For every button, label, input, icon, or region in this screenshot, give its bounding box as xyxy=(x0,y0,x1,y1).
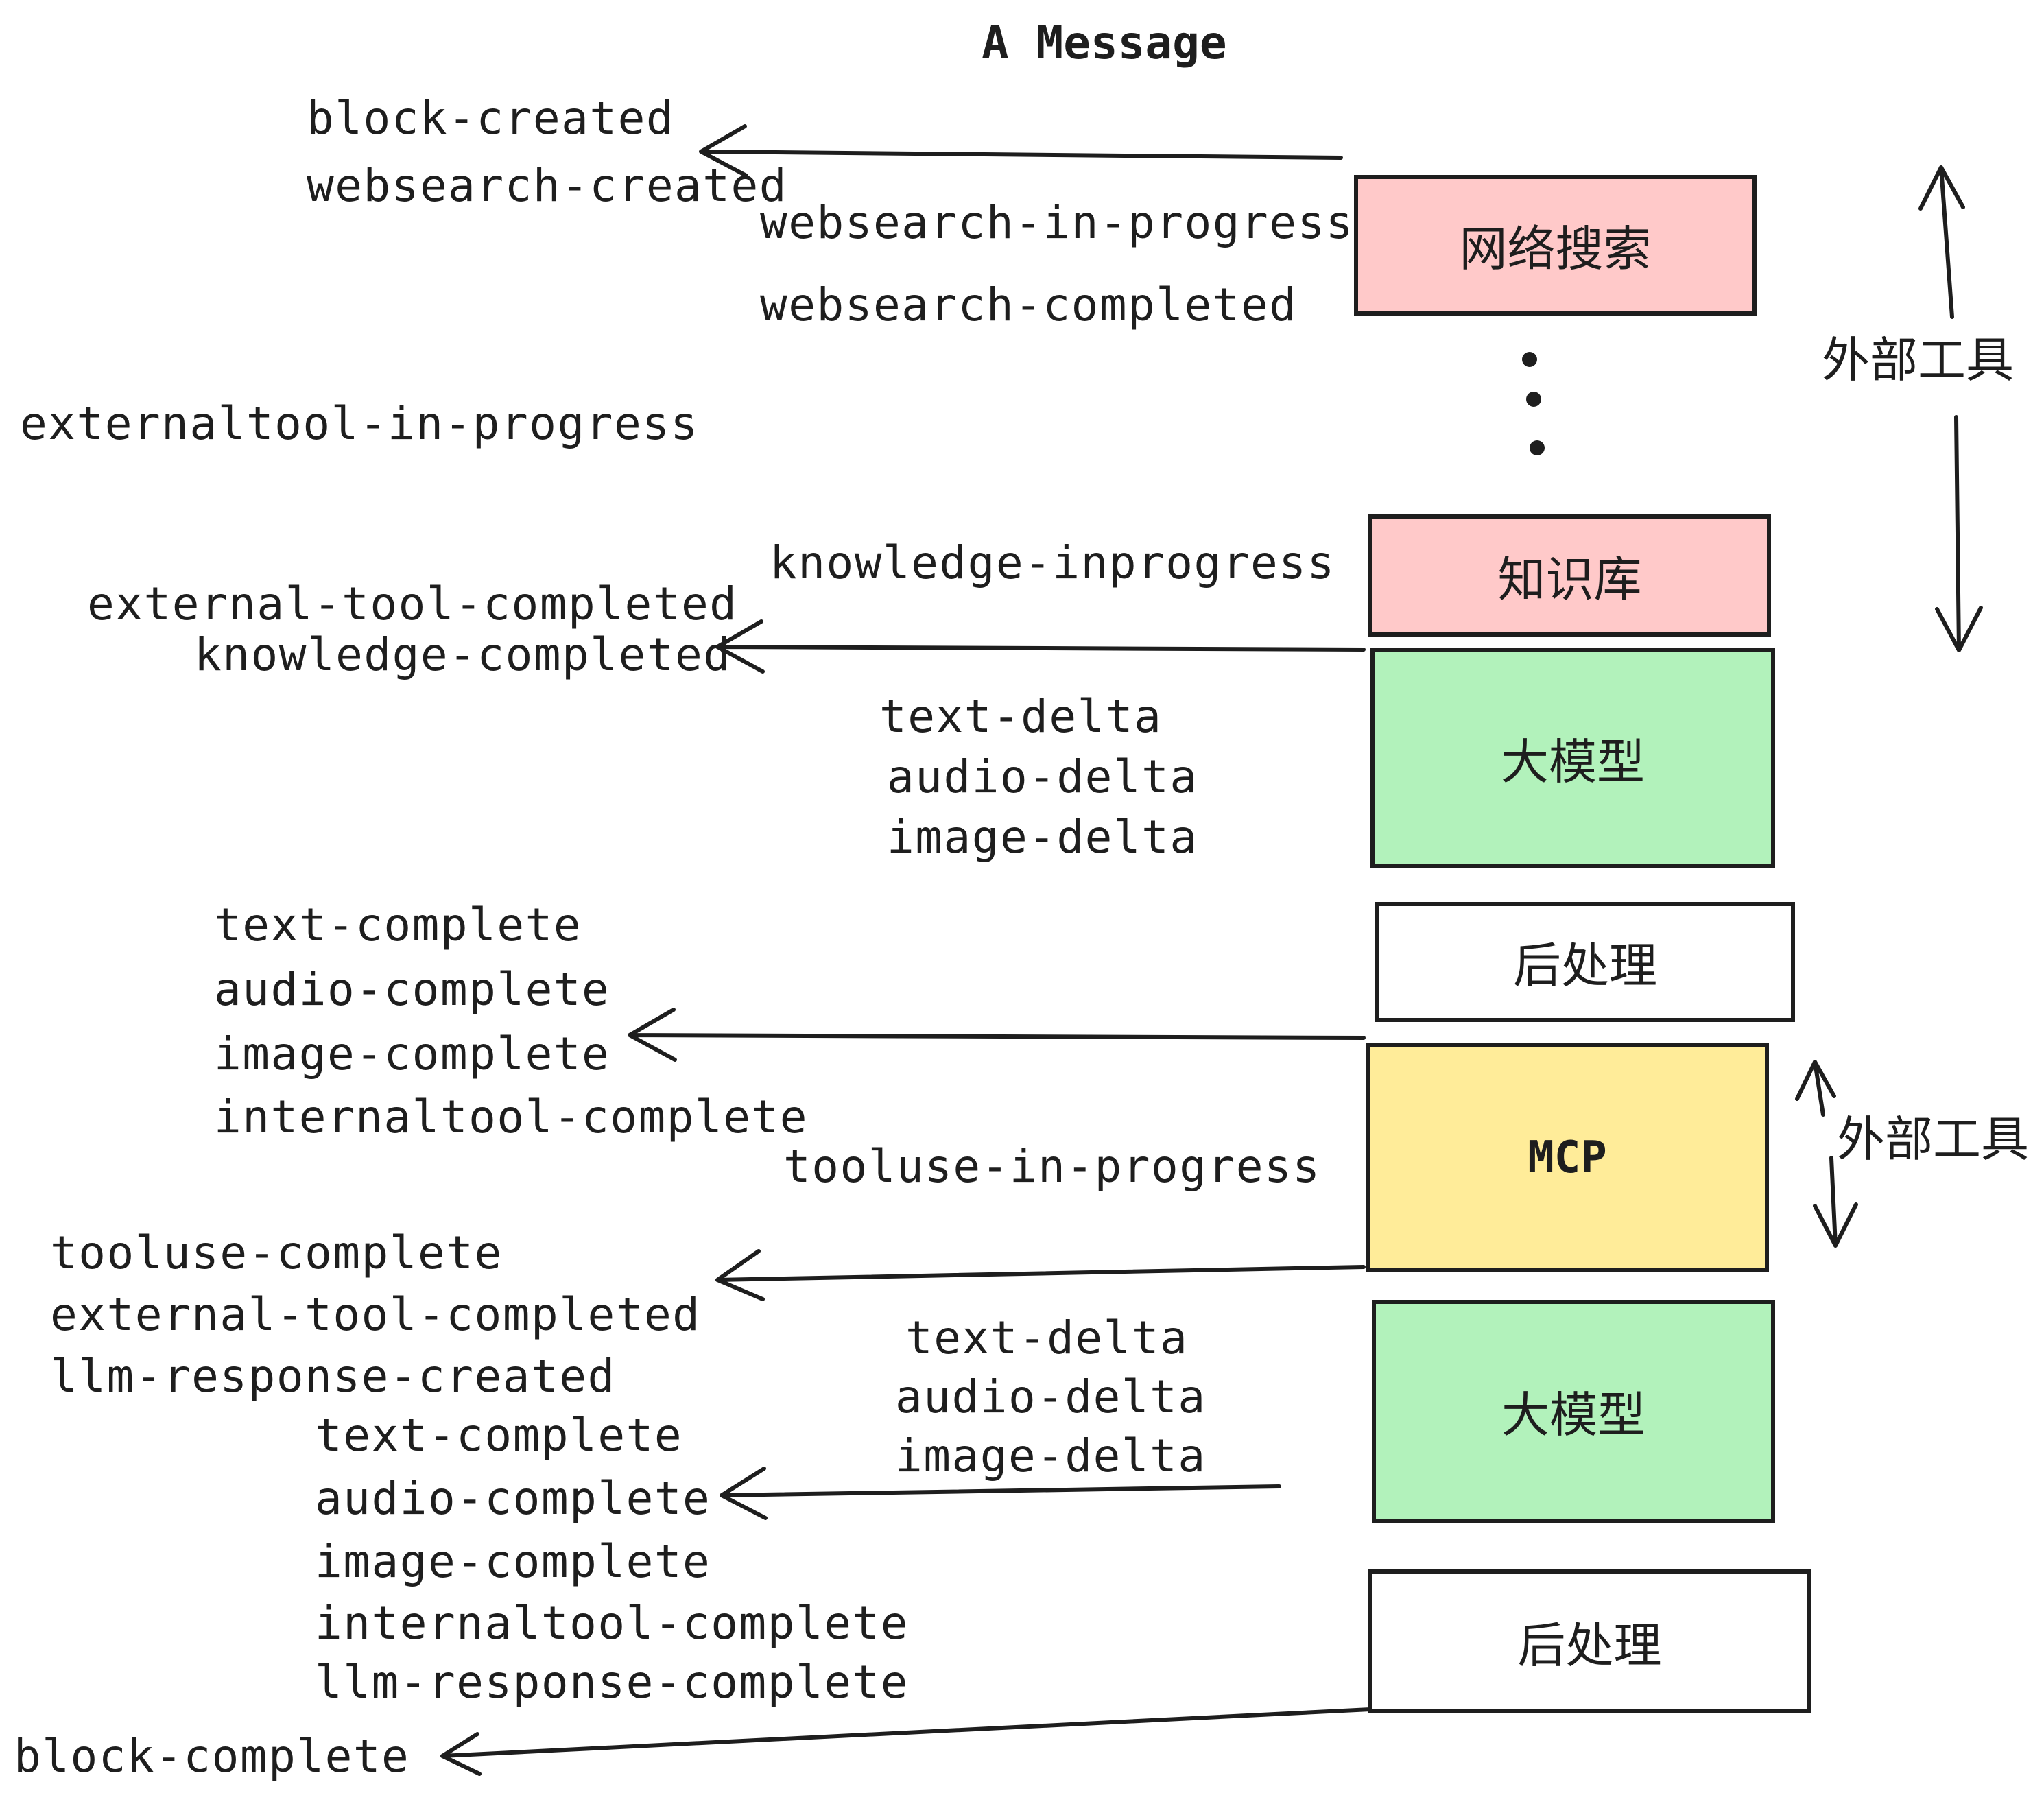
diagram-title: A Message xyxy=(982,16,1227,69)
event-label-text-complete: text-complete xyxy=(214,899,582,951)
box-llm-bottom: 大模型 xyxy=(1372,1300,1775,1523)
external-tools-up-arrow xyxy=(1918,165,1965,319)
event-label-internaltool-complete: internaltool-complete xyxy=(214,1091,808,1143)
arrow-websearch-to-block-created xyxy=(699,124,1343,178)
arrow-postprocess-to-block-complete xyxy=(440,1707,1372,1776)
box-websearch-label: 网络搜索 xyxy=(1459,221,1652,277)
external-tools-mcp-up-arrow xyxy=(1795,1060,1836,1117)
event-label-text-delta-2: text-delta xyxy=(905,1312,1189,1364)
arrow-llm-to-knowledge-completed xyxy=(715,619,1366,674)
box-websearch: 网络搜索 xyxy=(1354,175,1757,316)
box-mcp-label: MCP xyxy=(1528,1132,1607,1183)
external-tools-down-arrow xyxy=(1935,415,1983,652)
event-label-websearch-created: websearch-created xyxy=(307,159,788,212)
event-label-websearch-in-progress: websearch-in-progress xyxy=(760,196,1354,249)
event-label-audio-delta: audio-delta xyxy=(887,750,1198,803)
event-label-tooluse-complete: tooluse-complete xyxy=(50,1226,503,1279)
arrow-mcp-to-image-complete xyxy=(628,1008,1366,1062)
event-label-knowledge-completed: knowledge-completed xyxy=(194,628,732,681)
box-knowledge-label: 知识库 xyxy=(1497,551,1642,608)
box-llm-bottom-label: 大模型 xyxy=(1501,1387,1645,1443)
annotation-external-tools-mcp: 外部工具 xyxy=(1837,1111,2029,1167)
ellipsis-dots-icon xyxy=(1522,352,1545,455)
event-label-image-complete-2: image-complete xyxy=(315,1535,711,1588)
event-label-llm-response-complete: llm-response-complete xyxy=(315,1656,909,1709)
box-postprocess-top-label: 后处理 xyxy=(1513,938,1657,994)
annotation-external-tools-top: 外部工具 xyxy=(1822,332,2014,388)
event-label-tooluse-in-progress: tooluse-in-progress xyxy=(783,1140,1321,1193)
event-label-block-created: block-created xyxy=(307,92,675,145)
event-label-image-delta: image-delta xyxy=(887,811,1198,864)
box-llm-top: 大模型 xyxy=(1370,648,1775,868)
event-label-audio-complete: audio-complete xyxy=(214,963,610,1016)
event-label-image-complete: image-complete xyxy=(214,1028,610,1080)
event-label-external-tool-completed-2: external-tool-completed xyxy=(50,1288,701,1341)
box-llm-top-label: 大模型 xyxy=(1501,733,1645,790)
event-label-text-delta: text-delta xyxy=(879,690,1163,743)
box-postprocess-bottom-label: 后处理 xyxy=(1517,1617,1662,1674)
event-label-image-delta-2: image-delta xyxy=(895,1429,1207,1482)
arrow-mcp-to-tooluse-complete xyxy=(715,1249,1366,1301)
event-label-audio-delta-2: audio-delta xyxy=(895,1370,1207,1423)
box-postprocess-bottom: 后处理 xyxy=(1368,1569,1811,1713)
box-knowledge: 知识库 xyxy=(1368,514,1771,637)
event-label-externaltool-in-progress: externaltool-in-progress xyxy=(20,397,699,450)
box-postprocess-top: 后处理 xyxy=(1375,902,1795,1022)
event-label-audio-complete-2: audio-complete xyxy=(315,1472,711,1525)
external-tools-mcp-down-arrow xyxy=(1813,1156,1858,1248)
event-label-websearch-completed: websearch-completed xyxy=(760,278,1298,331)
event-label-text-complete-2: text-complete xyxy=(315,1409,683,1462)
event-label-internaltool-complete-2: internaltool-complete xyxy=(315,1597,909,1650)
box-mcp: MCP xyxy=(1366,1043,1769,1272)
event-label-external-tool-completed: external-tool-completed xyxy=(87,578,738,630)
event-label-llm-response-created: llm-response-created xyxy=(50,1350,616,1403)
event-label-block-complete: block-complete xyxy=(14,1730,410,1783)
event-label-knowledge-inprogress: knowledge-inprogress xyxy=(770,536,1335,589)
